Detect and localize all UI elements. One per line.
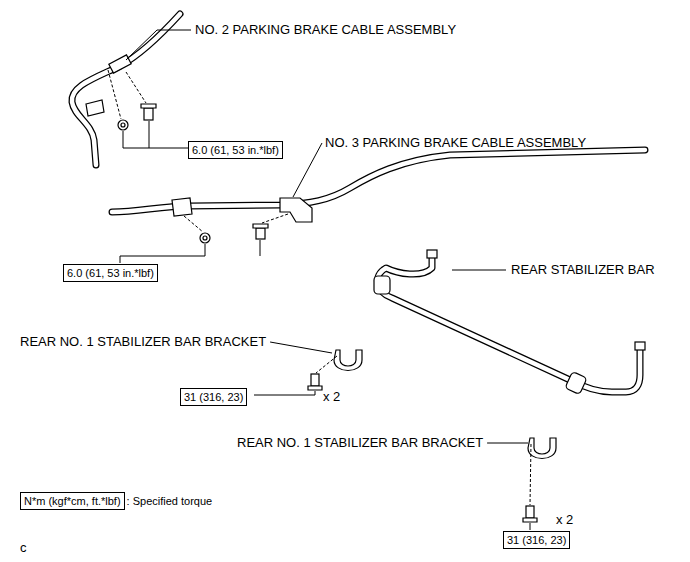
assembly-line: [184, 216, 203, 232]
nut: [200, 233, 210, 243]
bolt: [256, 228, 265, 239]
part-name: REAR NO. 1 STABILIZER BAR BRACKET: [237, 435, 483, 451]
torque-value: 31 (316, 23): [503, 531, 570, 549]
torque-box: 6.0 (61, 53 in.*lbf): [188, 140, 283, 159]
part-name: NO. 2 PARKING BRAKE CABLE ASSEMBLY: [195, 22, 456, 38]
figure-code: c: [20, 540, 27, 556]
nut-hole: [121, 123, 125, 127]
nut: [118, 120, 128, 130]
torque-box: 31 (316, 23): [180, 387, 247, 406]
bushing: [374, 276, 390, 294]
cable: [112, 150, 645, 212]
assembly-line: [262, 214, 288, 223]
torque-box: 31 (316, 23): [503, 530, 570, 549]
stabilizer-bracket: [334, 350, 362, 371]
bolt: [311, 374, 319, 386]
torque-box: N*m (kgf*cm, ft.*lbf): Specified torque: [20, 491, 212, 510]
stabilizer-bar: [377, 258, 640, 392]
assembly-line: [316, 356, 337, 373]
stabilizer-bar: [377, 258, 640, 392]
assembly-line: [108, 70, 121, 119]
bolt-head: [141, 104, 156, 108]
bolt-head: [308, 386, 322, 390]
cable: [72, 14, 180, 165]
assembly-line: [530, 444, 531, 505]
stabilizer-bracket: [528, 438, 556, 459]
leader-line: [487, 443, 528, 444]
part-name: REAR NO. 1 STABILIZER BAR BRACKET: [20, 334, 266, 350]
quantity: x 2: [556, 512, 573, 528]
nut-hole: [203, 236, 207, 240]
torque-value: 6.0 (61, 53 in.*lbf): [188, 141, 283, 159]
leader-line: [254, 391, 315, 395]
bolt-head: [253, 224, 268, 228]
torque-value: 31 (316, 23): [180, 388, 247, 406]
leader-line: [260, 240, 261, 256]
leader-line: [293, 143, 322, 197]
bushing: [565, 371, 587, 394]
torque-box: 6.0 (61, 53 in.*lbf): [63, 263, 158, 282]
part-name: NO. 3 PARKING BRAKE CABLE ASSEMBLY: [325, 135, 586, 151]
leader-line: [123, 131, 188, 148]
bolt: [144, 108, 153, 120]
bar-end: [635, 342, 645, 350]
leader-line: [149, 121, 150, 148]
quantity: x 2: [323, 389, 340, 405]
legend-text: : Specified torque: [127, 494, 213, 508]
bolt-head: [523, 518, 537, 522]
cable-connector: [280, 198, 312, 222]
leader-line: [530, 523, 531, 530]
leader-line: [120, 244, 205, 263]
cable-clamp: [86, 100, 104, 116]
leader-line: [270, 342, 332, 353]
cable: [72, 14, 180, 165]
torque-value: 6.0 (61, 53 in.*lbf): [63, 264, 158, 282]
bar-end: [427, 250, 437, 258]
leader-line: [452, 270, 506, 271]
torque-value: N*m (kgf*cm, ft.*lbf): [20, 492, 125, 510]
cable-clamp: [172, 198, 192, 216]
assembly-line: [126, 72, 146, 103]
cable: [112, 150, 645, 212]
leader-line: [126, 30, 191, 60]
bolt: [526, 506, 534, 518]
part-name: REAR STABILIZER BAR: [511, 262, 655, 278]
